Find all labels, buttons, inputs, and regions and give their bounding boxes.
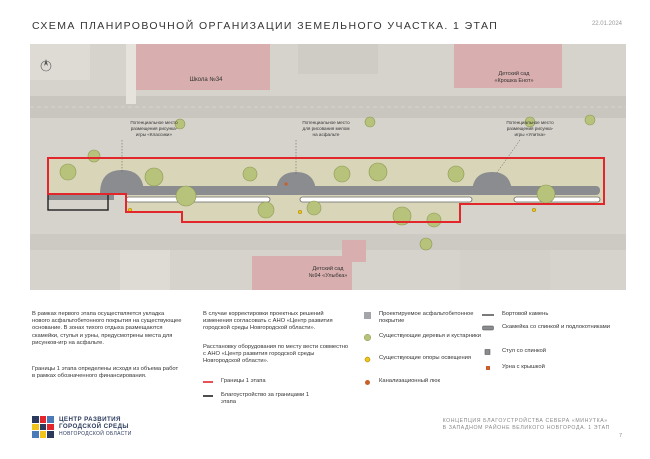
- callout-chalk: Потенциальное место для рисования мелом …: [302, 120, 350, 137]
- legend-border-stage1: Границы 1 этапа: [203, 378, 343, 385]
- trash-bin-icon: [486, 366, 490, 370]
- trees: [59, 114, 596, 251]
- page-title: СХЕМА ПЛАНИРОВОЧНОЙ ОРГАНИЗАЦИИ ЗЕМЕЛЬНО…: [32, 20, 499, 32]
- kindergarten-bottom-label-2: №94 «Улыбка»: [309, 273, 348, 279]
- asphalt-swatch: [364, 312, 371, 319]
- note-col2-p2: Расстановку оборудования по месту вести …: [203, 344, 349, 365]
- callout-chalk-l2: для рисования мелом: [303, 126, 350, 131]
- legend-sewer: Канализационный люк: [364, 378, 484, 386]
- legend-bench-label: Скамейка со спинкой и подлокотниками: [502, 324, 611, 330]
- sewer-hatch: [284, 182, 288, 186]
- stage1-border: [47, 157, 605, 223]
- kindergarten-bottom-building: [252, 256, 352, 290]
- bench-row-3: [513, 196, 601, 203]
- footer-caption: КОНЦЕПЦИЯ БЛАГОУСТРОЙСТВА СЕВЕРА «МИНУТК…: [443, 418, 610, 432]
- kindergarten-top-building: [454, 44, 562, 88]
- callout-classiki-l2: размещения рисунка-: [131, 126, 178, 131]
- callout-ulitka: Потенциальное место размещения рисунка- …: [506, 120, 554, 137]
- callout-ulitka-l1: Потенциальное место: [506, 120, 554, 125]
- sewer-hatch-icon: [365, 380, 370, 385]
- bay-classiki: [100, 170, 144, 194]
- footer-line2: В ЗАПАДНОМ РАЙОНЕ ВЕЛИКОГО НОВГОРОДА. 1 …: [442, 425, 610, 431]
- north-arrow-icon: [40, 59, 52, 72]
- legend-sewer-label: Канализационный люк: [379, 378, 440, 384]
- logo-line2: ГОРОДСКОЙ СРЕДЫ: [59, 423, 129, 431]
- note-col1-p2: Границы 1 этапа определены исходя из объ…: [32, 366, 179, 380]
- bench-row-1: [125, 196, 271, 203]
- footer-line1: КОНЦЕПЦИЯ БЛАГОУСТРОЙСТВА СЕВЕРА «МИНУТК…: [442, 418, 608, 424]
- callout-ulitka-l2: размещения рисунка-: [507, 126, 554, 131]
- legend-asphalt-label: Проектируемое асфальтобетонное покрытие: [379, 311, 474, 325]
- logo-mark-icon: [32, 416, 54, 439]
- school-building: [134, 44, 270, 90]
- black-line-swatch: [203, 395, 213, 397]
- kindergarten-top-label-1: Детский сад: [499, 70, 531, 77]
- page-date: 22.01.2024: [591, 21, 622, 27]
- legend-curb-label: Бортовой камень: [502, 311, 549, 317]
- school-label: Школа №34: [189, 76, 223, 83]
- bay-chalk: [276, 172, 316, 194]
- bench-icon: [482, 325, 494, 331]
- legend-curb: Бортовой камень: [482, 311, 622, 318]
- callout-chalk-l1: Потенциальное место: [302, 120, 350, 125]
- curb-swatch: [482, 314, 494, 316]
- chair-icon: [484, 349, 491, 355]
- light-poles: [127, 207, 537, 215]
- bench-row-2: [299, 196, 473, 203]
- legend-asphalt: Проектируемое асфальтобетонное покрытие: [364, 311, 484, 325]
- tree-icon: [364, 334, 371, 341]
- site-plan-drawing: Школа №34 Детский сад «Крошка Енот» Детс…: [30, 44, 626, 290]
- legend-border-stage1-label: Границы 1 этапа: [221, 378, 266, 384]
- callout-leaders: [121, 139, 521, 175]
- logo-line3: НОВГОРОДСКОЙ ОБЛАСТИ: [59, 430, 132, 437]
- logo-line1: ЦЕНТР РАЗВИТИЯ: [59, 416, 121, 423]
- note-col1-p1: В рамках первого этапа осуществляется ук…: [32, 311, 182, 346]
- legend-poles-label: Существующие опоры освещения: [379, 355, 472, 361]
- page-number: 7: [618, 433, 622, 439]
- kindergarten-bottom-label-1: Детский сад: [313, 265, 345, 272]
- callout-ulitka-l3: игры «Улитка»: [514, 132, 546, 137]
- legend-landscaping-label: Благоустройство за границами 1 этапа: [221, 392, 310, 406]
- site-plan: Школа №34 Детский сад «Крошка Енот» Детс…: [30, 44, 626, 290]
- note-col2-p1: В случае корректировки проектных решений…: [203, 311, 333, 332]
- legend-bin: Урна с крышкой: [482, 364, 622, 371]
- legend-bin-label: Урна с крышкой: [502, 364, 545, 370]
- callout-chalk-l3: на асфальте: [313, 132, 340, 137]
- red-line-swatch: [203, 381, 213, 383]
- org-logo: ЦЕНТР РАЗВИТИЯ ГОРОДСКОЙ СРЕДЫ НОВГОРОДС…: [32, 416, 132, 439]
- light-pole-icon: [364, 356, 371, 363]
- callout-classiki: Потенциальное место размещения рисунка- …: [130, 120, 178, 137]
- legend-chair-label: Стул со спинкой: [502, 348, 547, 354]
- road-bottom: [30, 234, 626, 250]
- bay-ulitka: [472, 172, 512, 194]
- legend-trees: Существующие деревья и кустарники: [364, 333, 484, 341]
- callout-classiki-l1: Потенциальное место: [130, 120, 178, 125]
- legend-chair: Стул со спинкой: [482, 348, 622, 355]
- legend-trees-label: Существующие деревья и кустарники: [379, 333, 481, 339]
- legend-bench: Скамейка со спинкой и подлокотниками: [482, 324, 622, 331]
- legend-landscaping: Благоустройство за границами 1 этапа: [203, 392, 313, 406]
- callout-classiki-l3: игры «Классики»: [136, 132, 173, 137]
- legend-poles: Существующие опоры освещения: [364, 355, 484, 363]
- kindergarten-top-label-2: «Крошка Енот»: [494, 78, 533, 84]
